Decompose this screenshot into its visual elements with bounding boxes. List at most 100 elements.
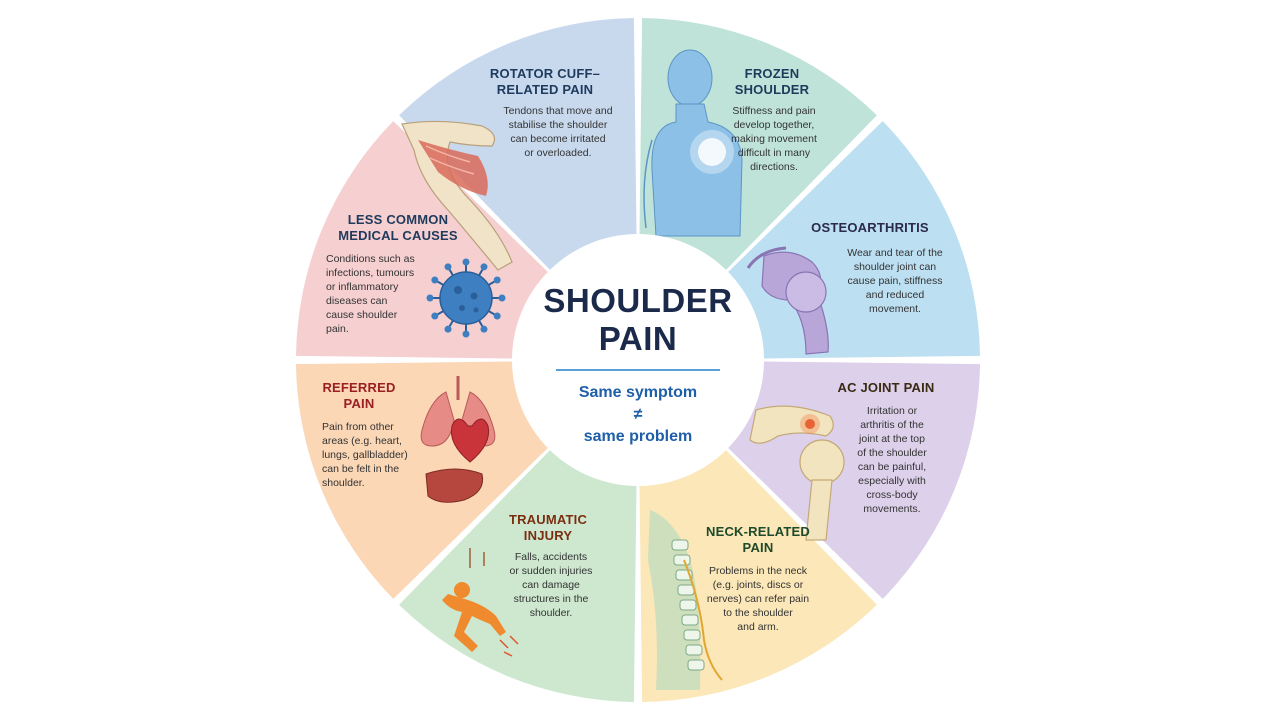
desc-line: Wear and tear of the <box>847 247 943 259</box>
title-divider <box>556 369 720 371</box>
virus-spike-tip <box>462 258 470 266</box>
desc-line: shoulder. <box>322 477 365 489</box>
desc-line: develop together, <box>733 119 815 131</box>
desc-line: of the shoulder <box>857 447 927 459</box>
segment-description: Problems in the neck (e.g. joints, discs… <box>690 564 826 634</box>
title-line: PAIN <box>343 396 375 411</box>
title-line: SHOULDER <box>543 282 733 319</box>
desc-line: and arm. <box>737 621 779 633</box>
desc-line: directions. <box>750 161 798 173</box>
vertebra <box>685 644 703 656</box>
desc-line: Tendons that move and <box>503 105 613 117</box>
desc-line: Irritation or <box>866 405 918 417</box>
virus-spike-tip <box>462 330 470 338</box>
desc-line: to the shoulder <box>723 607 793 619</box>
virus-spike-tip <box>444 325 452 333</box>
title-line: ROTATOR CUFF– <box>489 66 601 81</box>
title-line: MEDICAL CAUSES <box>338 228 458 243</box>
subtitle-line: same problem <box>583 428 693 445</box>
desc-line: making movement <box>731 133 817 145</box>
subtitle-line: ≠ <box>633 406 643 423</box>
desc-line: (e.g. joints, discs or <box>712 579 804 591</box>
segment-title: NECK-RELATED PAIN <box>700 524 816 556</box>
desc-line: shoulder. <box>529 607 573 619</box>
desc-line: can be felt in the <box>322 463 400 475</box>
segment-title: FROZEN SHOULDER <box>712 66 832 98</box>
desc-line: can be painful, <box>857 461 927 473</box>
virus-spike-tip <box>431 276 439 284</box>
desc-line: Falls, accidents <box>514 551 588 563</box>
desc-line: Stiffness and pain <box>732 105 816 117</box>
segment-title: ROTATOR CUFF– RELATED PAIN <box>470 66 620 98</box>
title-line: OSTEOARTHRITIS <box>811 220 929 235</box>
title-line: RELATED PAIN <box>496 82 594 97</box>
desc-line: movements. <box>863 503 921 515</box>
title-line: TRAUMATIC <box>508 512 588 527</box>
joint-illustration <box>746 246 829 355</box>
desc-line: or inflammatory <box>326 281 399 293</box>
title-line: FROZEN <box>744 66 800 81</box>
desc-line: can damage <box>522 579 580 591</box>
virus-spike-tip <box>480 325 488 333</box>
virus-icon <box>426 258 506 338</box>
segment-description: Irritation or arthritis of the joint at … <box>840 404 944 516</box>
desc-line: joint at the top <box>859 433 925 445</box>
desc-line: nerves) can refer pain <box>706 593 810 605</box>
virus-spike-tip <box>431 312 439 320</box>
desc-line: Problems in the neck <box>708 565 808 577</box>
desc-line: especially with <box>858 475 926 487</box>
vertebra <box>679 599 697 611</box>
segment-title: REFERRED PAIN <box>314 380 404 412</box>
title-line: NECK-RELATED <box>706 524 810 539</box>
body-outline-illustration <box>643 49 743 237</box>
vertebra <box>683 629 701 641</box>
spine-illustration <box>648 510 723 690</box>
desc-line: areas (e.g. heart, <box>322 435 402 447</box>
desc-line: Conditions such as <box>326 253 415 265</box>
virus-spike-tip <box>444 263 452 271</box>
virus-spike-tip <box>493 312 501 320</box>
segment-description: Tendons that move and stabilise the shou… <box>488 104 628 160</box>
desc-line: cause shoulder <box>326 309 398 321</box>
title-line: INJURY <box>523 528 573 543</box>
segment-description: Conditions such as infections, tumours o… <box>326 252 434 336</box>
desc-line: cause pain, stiffness <box>847 275 943 287</box>
ac-joint-illustration <box>749 405 845 541</box>
desc-line: difficult in many <box>737 147 811 159</box>
segment-title: TRAUMATIC INJURY <box>498 512 598 544</box>
desc-line: stabilise the shoulder <box>508 119 608 131</box>
center-circle <box>512 234 764 486</box>
subtitle-line: Same symptom <box>578 384 698 401</box>
desc-line: infections, tumours <box>326 267 415 279</box>
desc-line: cross-body <box>866 489 918 501</box>
organs-illustration <box>420 376 496 503</box>
title-line: AC JOINT PAIN <box>837 380 935 395</box>
desc-line: or sudden injuries <box>509 565 593 577</box>
vertebra <box>681 614 699 626</box>
vertebra <box>671 539 689 551</box>
title-line: REFERRED <box>322 380 396 395</box>
falling-person-icon <box>442 548 519 657</box>
desc-line: and reduced <box>865 289 925 301</box>
segment-description: Falls, accidents or sudden injuries can … <box>496 550 606 620</box>
segment-title: OSTEOARTHRITIS <box>800 220 940 236</box>
virus-spike-tip <box>480 263 488 271</box>
title-line: LESS COMMON <box>347 212 449 227</box>
desc-line: Pain from other <box>322 421 394 433</box>
desc-line: diseases can <box>326 295 388 307</box>
title-line: PAIN <box>598 320 678 357</box>
virus-spike-tip <box>498 294 506 302</box>
desc-line: or overloaded. <box>524 147 592 159</box>
segment-description: Stiffness and pain develop together, mak… <box>712 104 836 174</box>
desc-line: pain. <box>326 323 349 335</box>
desc-line: can become irritated <box>510 133 606 145</box>
rotator-cuff-illustration <box>401 120 513 271</box>
virus-spike-tip <box>493 276 501 284</box>
diagram-title: SHOULDER PAIN <box>520 282 756 358</box>
desc-line: movement. <box>869 303 921 315</box>
title-line: SHOULDER <box>734 82 810 97</box>
vertebra <box>673 554 691 566</box>
segment-description: Wear and tear of the shoulder joint can … <box>836 246 954 316</box>
